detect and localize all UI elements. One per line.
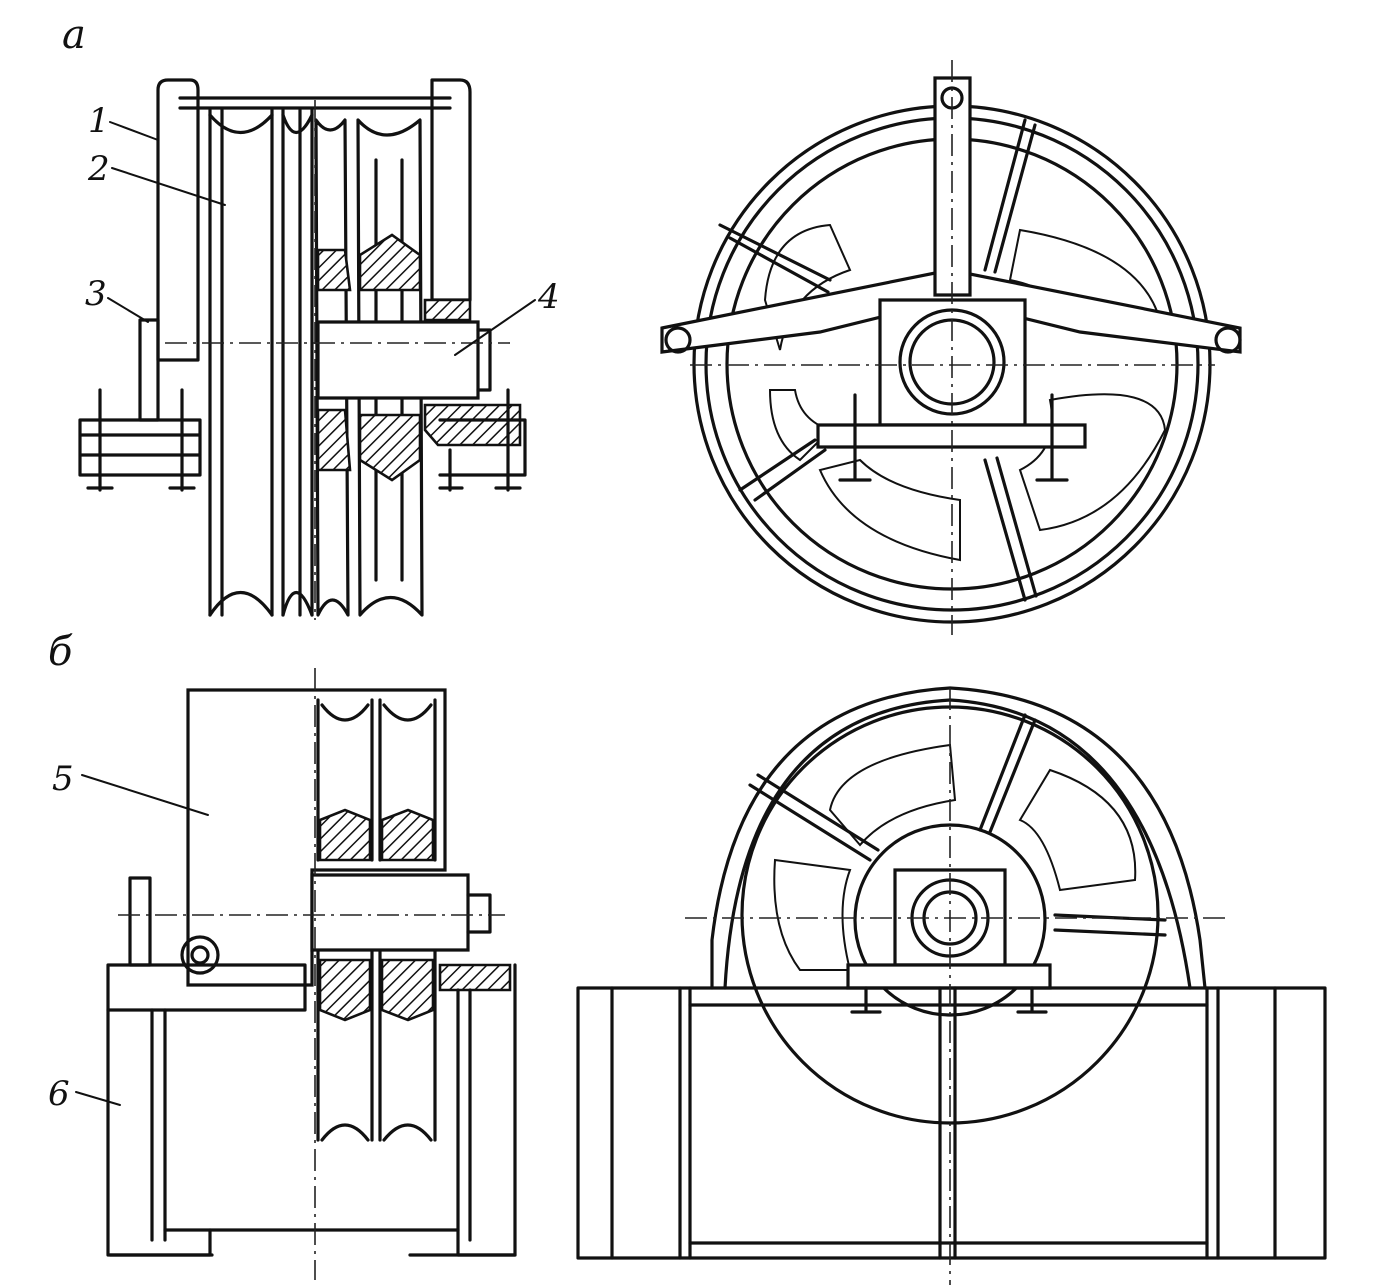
callout-4: 4 [454,277,560,356]
callout-1: 1 [88,101,159,141]
view-a-side-section [78,78,527,620]
section-a-label: а [62,12,86,58]
callout-number: 1 [88,101,110,141]
callout-number: 5 [52,759,74,799]
callout-5: 5 [52,759,209,816]
callout-2: 2 [87,149,226,206]
callout-number: 6 [48,1074,70,1114]
callout-6: 6 [48,1074,121,1114]
view-b-front [576,686,1327,1285]
callout-number: 2 [87,149,110,189]
callout-3: 3 [85,274,149,323]
callout-number: 3 [85,274,107,314]
view-a-front [660,60,1242,635]
view-b-side [106,668,517,1280]
callout-number: 4 [537,277,560,317]
section-b-label: б [48,629,73,675]
